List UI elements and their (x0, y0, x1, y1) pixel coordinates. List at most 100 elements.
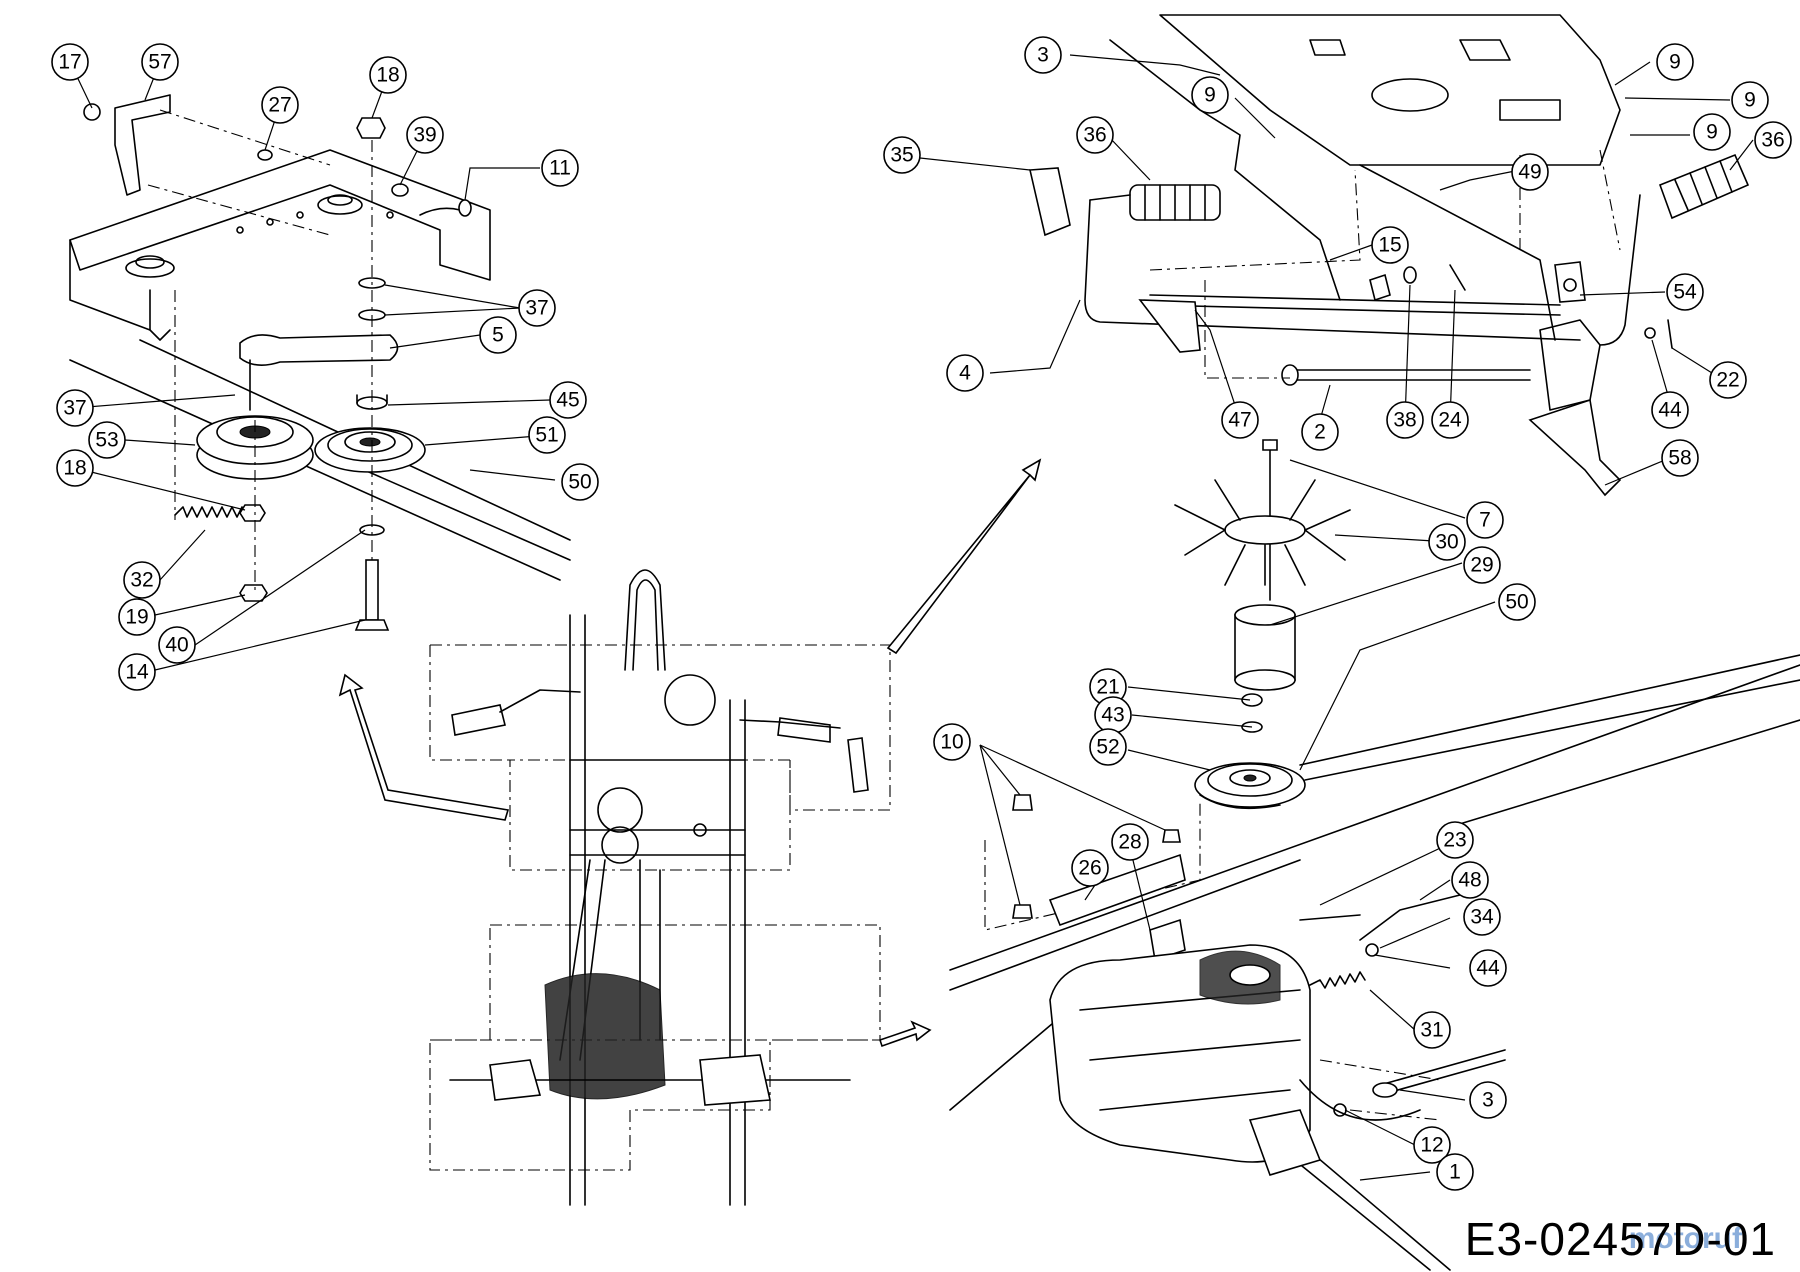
callout-49: 49 (1511, 153, 1549, 191)
callout-15: 15 (1371, 226, 1409, 264)
svg-text:27: 27 (268, 94, 291, 117)
svg-text:50: 50 (568, 471, 591, 494)
svg-text:21: 21 (1096, 676, 1119, 699)
callout-18-lower: 18 (56, 449, 94, 487)
callout-17: 17 (51, 43, 89, 81)
callout-14: 14 (118, 653, 156, 691)
callout-23: 23 (1436, 821, 1474, 859)
callout-52: 52 (1089, 728, 1127, 766)
callout-53: 53 (88, 421, 126, 459)
svg-text:50: 50 (1505, 591, 1528, 614)
watermark-logo: motoruf (1628, 1222, 1742, 1255)
svg-text:5: 5 (492, 324, 504, 347)
callout-28: 28 (1111, 823, 1149, 861)
svg-text:9: 9 (1204, 84, 1216, 107)
svg-text:44: 44 (1476, 957, 1500, 980)
svg-text:32: 32 (130, 569, 153, 592)
svg-text:45: 45 (556, 389, 579, 412)
callout-43: 43 (1094, 696, 1132, 734)
callout-50-right: 50 (1498, 583, 1536, 621)
transmission-assembly-view (949, 664, 1800, 1271)
svg-text:57: 57 (148, 51, 171, 74)
idler-pulley-assembly-view (69, 94, 571, 631)
callout-9-left: 9 (1191, 76, 1229, 114)
svg-text:36: 36 (1761, 129, 1784, 152)
callout-45: 45 (549, 381, 587, 419)
svg-text:43: 43 (1101, 704, 1124, 727)
svg-text:3: 3 (1482, 1089, 1494, 1112)
svg-text:37: 37 (63, 397, 86, 420)
callout-10: 10 (933, 723, 971, 761)
svg-text:18: 18 (63, 457, 86, 480)
svg-text:10: 10 (940, 731, 963, 754)
callout-9-mid-right: 9 (1731, 81, 1769, 119)
callout-50-left: 50 (561, 463, 599, 501)
svg-text:14: 14 (125, 661, 149, 684)
pedal-linkage-assembly-view (1029, 14, 1750, 497)
svg-text:1: 1 (1449, 1161, 1461, 1184)
callout-35: 35 (883, 136, 921, 174)
svg-text:53: 53 (95, 429, 118, 452)
callout-37-left: 37 (56, 389, 94, 427)
svg-text:40: 40 (165, 634, 188, 657)
callout-30: 30 (1428, 523, 1466, 561)
callout-27: 27 (261, 86, 299, 124)
svg-text:18: 18 (376, 64, 399, 87)
svg-text:9: 9 (1706, 121, 1718, 144)
callout-24: 24 (1431, 401, 1469, 439)
callout-51: 51 (528, 416, 566, 454)
callout-12: 12 (1413, 1126, 1451, 1164)
svg-text:26: 26 (1078, 857, 1101, 880)
callout-2: 2 (1301, 413, 1339, 451)
svg-text:15: 15 (1378, 234, 1401, 257)
callout-36-left: 36 (1076, 116, 1114, 154)
callout-9-top-right: 9 (1656, 43, 1694, 81)
svg-text:58: 58 (1668, 447, 1691, 470)
callout-58: 58 (1661, 439, 1699, 477)
svg-text:28: 28 (1118, 831, 1141, 854)
svg-text:7: 7 (1479, 509, 1491, 532)
svg-text:24: 24 (1438, 409, 1462, 432)
callout-21: 21 (1089, 668, 1127, 706)
callout-3-bottom: 3 (1469, 1081, 1507, 1119)
svg-text:36: 36 (1083, 124, 1106, 147)
svg-text:31: 31 (1420, 1019, 1443, 1042)
svg-text:22: 22 (1716, 369, 1739, 392)
callout-39: 39 (406, 116, 444, 154)
svg-text:19: 19 (125, 606, 148, 629)
callout-54: 54 (1666, 273, 1704, 311)
callout-36-right: 36 (1754, 121, 1792, 159)
svg-text:3: 3 (1037, 44, 1049, 67)
callout-26: 26 (1071, 849, 1109, 887)
svg-text:49: 49 (1518, 161, 1541, 184)
svg-text:30: 30 (1435, 531, 1458, 554)
svg-text:38: 38 (1393, 409, 1416, 432)
diagram-code: E3-02457D-01 (1464, 1213, 1776, 1265)
callout-48: 48 (1451, 861, 1489, 899)
callout-31: 31 (1413, 1011, 1451, 1049)
view-pointer-arrows (338, 458, 1042, 1048)
svg-text:9: 9 (1744, 89, 1756, 112)
svg-text:54: 54 (1673, 281, 1697, 304)
svg-text:48: 48 (1458, 869, 1481, 892)
callout-29: 29 (1463, 546, 1501, 584)
callout-44-bottom: 44 (1469, 949, 1507, 987)
callout-44-top: 44 (1651, 391, 1689, 429)
svg-text:34: 34 (1470, 906, 1494, 929)
fan-pulley-stack-view (1174, 439, 1800, 810)
svg-text:11: 11 (549, 157, 571, 180)
callout-1: 1 (1436, 1153, 1474, 1191)
svg-text:35: 35 (890, 144, 913, 167)
svg-text:4: 4 (959, 362, 971, 385)
chassis-overview (429, 569, 891, 1206)
callouts: 17 57 27 18 39 11 37 5 37 45 53 51 18 50… (51, 36, 1792, 1191)
callout-11: 11 (541, 149, 579, 187)
callout-18-upper: 18 (369, 56, 407, 94)
svg-text:37: 37 (525, 297, 548, 320)
svg-text:9: 9 (1669, 51, 1681, 74)
callout-9-low-right: 9 (1693, 113, 1731, 151)
callout-4: 4 (946, 354, 984, 392)
callout-38: 38 (1386, 401, 1424, 439)
svg-text:39: 39 (413, 124, 436, 147)
